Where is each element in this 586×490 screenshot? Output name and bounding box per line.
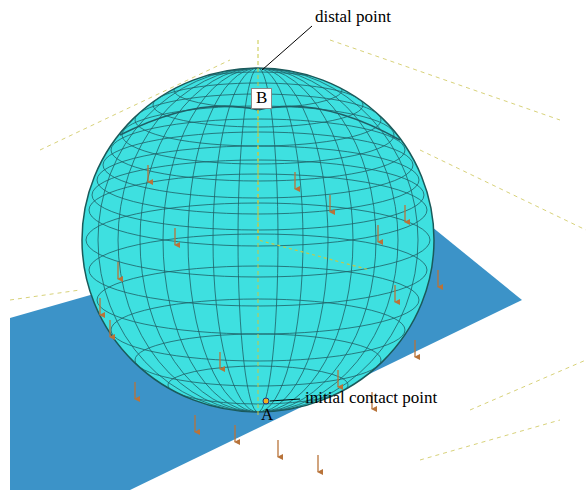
point-letter: A <box>261 406 273 425</box>
leader-line <box>262 26 312 70</box>
point-letter: B <box>251 88 272 109</box>
load-arrows <box>100 165 438 472</box>
leader-line <box>270 399 300 401</box>
contact-marker <box>263 398 269 404</box>
point-label: distal point <box>315 8 391 27</box>
point-label: initial contact point <box>305 389 437 408</box>
